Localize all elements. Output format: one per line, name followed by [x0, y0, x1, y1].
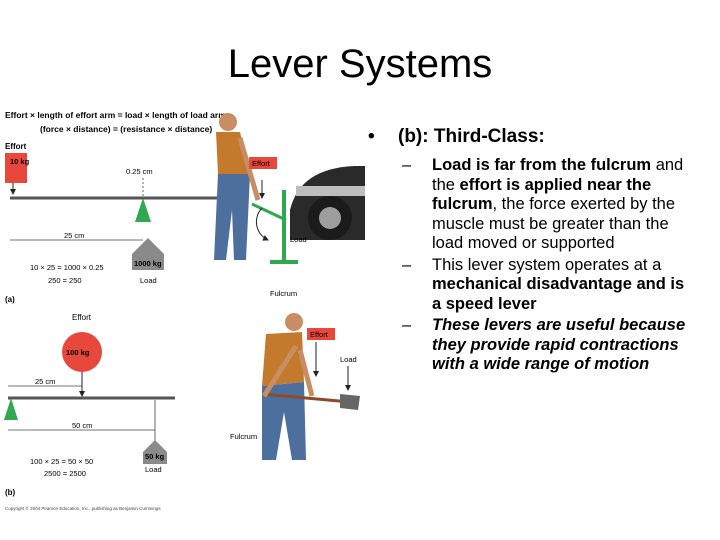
sub-bullet-1-part2: and the	[432, 156, 684, 194]
sub-bullet-list: – Load is far from the fulcrum and the ef…	[402, 156, 688, 375]
panel-a-load-weight-shape	[132, 238, 164, 270]
sub-bullet-2-dash: –	[402, 255, 412, 274]
panel-a-effort-label: Effort	[5, 142, 27, 151]
sub-bullet-2-part2: mechanical disadvantage and is a speed l…	[432, 275, 685, 313]
panel-a-short-arm: 0.25 cm	[126, 167, 153, 176]
sub-bullet-3: – These levers are useful because they pr…	[402, 316, 688, 375]
panel-b-fulcrum	[4, 398, 18, 420]
sub-bullet-1-part3: effort is applied near the fulcrum	[432, 175, 652, 214]
sub-bullet-3-text: These levers are useful because they pro…	[432, 316, 686, 373]
man-a-head	[219, 113, 237, 131]
man-b-shirt	[262, 332, 304, 386]
slide-title: Lever Systems	[227, 42, 493, 86]
panel-a-load-label: Load	[140, 276, 157, 285]
photo-a-load-label: Load	[290, 235, 307, 244]
panel-a-effort-box	[5, 153, 27, 183]
panel-b-calc-1: 100 × 25 = 50 × 50	[30, 457, 93, 466]
formula-line-2: (force × distance) = (resistance × dista…	[40, 124, 212, 134]
panel-b-load-label: Load	[145, 465, 162, 474]
panel-a-photo: Effort Load Fulcrum	[214, 113, 365, 298]
photo-a-effort-label: Effort	[252, 159, 271, 168]
bullet-main: • (b): Third-Class:	[368, 126, 688, 148]
panel-a-fulcrum	[135, 198, 151, 222]
lever-figure: Effort × length of effort arm = load × l…	[0, 100, 365, 520]
panel-b-effort-ball	[62, 332, 102, 372]
shovel-blade	[340, 394, 360, 410]
panel-b-effort-label: Effort	[72, 313, 92, 322]
lever-illustration: Effort × length of effort arm = load × l…	[4, 110, 365, 511]
photo-b-effort-label: Effort	[310, 330, 329, 339]
panel-a-calc-2: 250 = 250	[48, 276, 82, 285]
man-a-jeans	[214, 174, 250, 260]
photo-b-load-label: Load	[340, 355, 357, 364]
bullet-list: • (b): Third-Class: – Load is far from th…	[368, 126, 688, 377]
sub-bullet-1-part1: Load is far from the fulcrum	[432, 156, 652, 174]
panel-b-label: (b)	[5, 488, 16, 497]
bullet-main-text: (b): Third-Class:	[398, 126, 545, 147]
sub-bullet-3-dash: –	[402, 316, 412, 334]
sub-bullet-1-dash: –	[402, 156, 412, 174]
bullet-marker: •	[368, 126, 375, 147]
shovel-handle	[261, 392, 351, 404]
panel-b-short-arm: 25 cm	[35, 377, 55, 386]
panel-a-label: (a)	[5, 295, 15, 304]
panel-b-effort-weight: 100 kg	[66, 348, 90, 357]
figure-copyright: Copyright © 2004 Pearson Education, Inc.…	[5, 505, 161, 511]
panel-a-calc-1: 10 × 25 = 1000 × 0.25	[30, 263, 104, 272]
sub-bullet-1: – Load is far from the fulcrum and the ef…	[402, 156, 688, 254]
photo-b-fulcrum-label: Fulcrum	[230, 432, 257, 441]
sub-bullet-2-part1: This lever system operates at a	[432, 255, 662, 274]
jack-handle	[251, 202, 287, 222]
panel-b-load-weight-shape	[143, 440, 167, 464]
panel-b-long-arm: 50 cm	[72, 421, 92, 430]
photo-a-fulcrum-label: Fulcrum	[270, 289, 297, 298]
formula-line-1: Effort × length of effort arm = load × l…	[5, 110, 226, 120]
panel-a-long-arm: 25 cm	[64, 231, 84, 240]
panel-b-photo: Effort Load Fulcrum	[230, 313, 360, 460]
panel-a-effort-weight: 10 kg	[10, 157, 30, 166]
panel-a-load-weight: 1000 kg	[134, 259, 162, 268]
sub-bullet-2: – This lever system operates at a mechani…	[402, 256, 688, 315]
man-b-jeans	[262, 382, 306, 460]
sub-bullet-1-part4: , the force exerted by the muscle must b…	[432, 195, 676, 252]
panel-b-calc-2: 2500 = 2500	[44, 469, 86, 478]
man-b-head	[285, 313, 303, 331]
panel-b-load-weight: 50 kg	[145, 452, 165, 461]
